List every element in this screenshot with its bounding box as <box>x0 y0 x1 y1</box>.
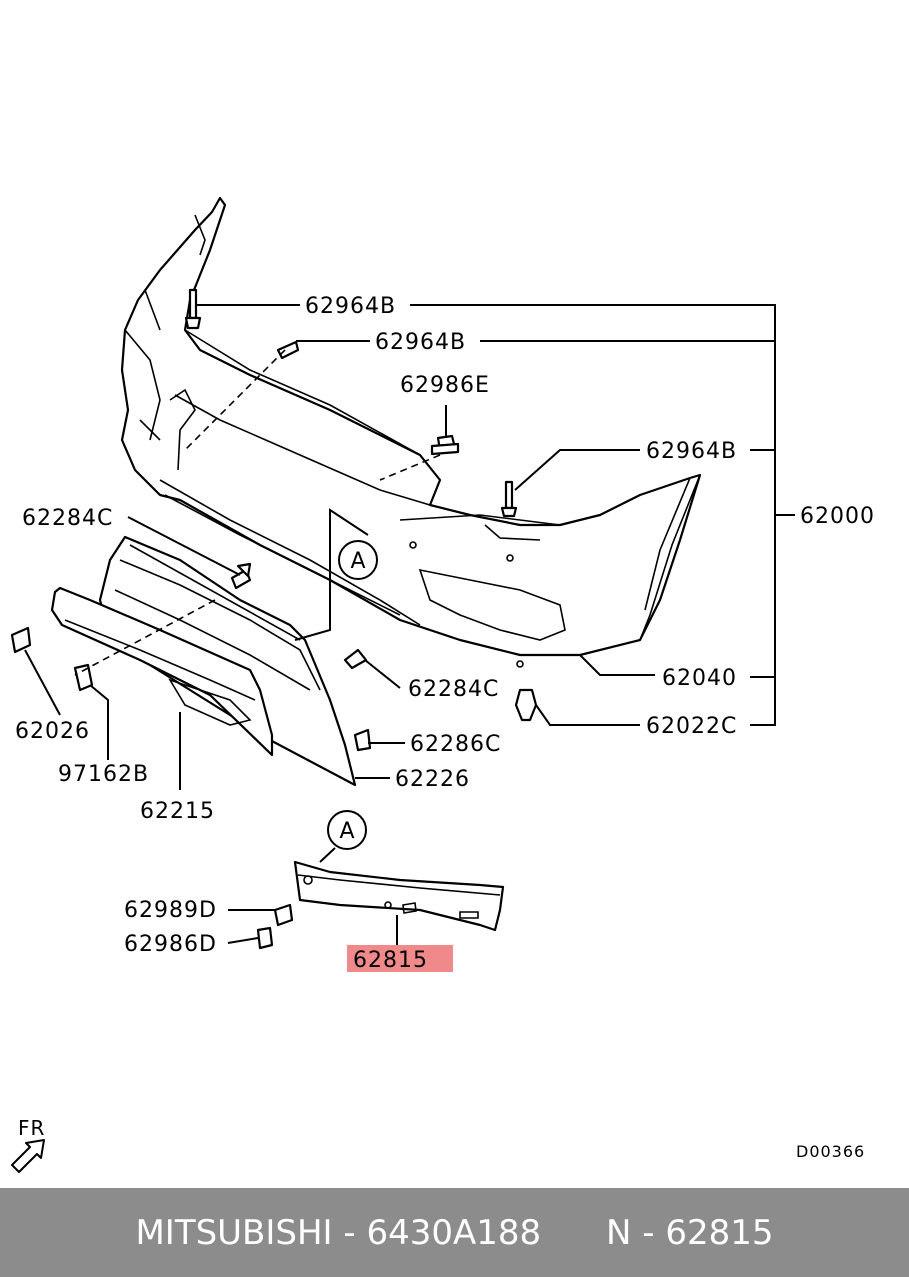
callout-62815[interactable]: 62815 <box>353 948 428 973</box>
callout-62026[interactable]: 62026 <box>15 719 90 744</box>
direction-arrow-icon <box>11 1139 45 1173</box>
svg-text:A: A <box>350 549 365 574</box>
circle-marker-a-1: A <box>338 540 378 580</box>
drawing-code: D00366 <box>796 1142 865 1161</box>
callout-62986d[interactable]: 62986D <box>124 932 217 957</box>
assembly-line-2 <box>379 454 441 481</box>
bumper-cover <box>120 196 702 668</box>
circle-marker-a-2: A <box>327 810 367 850</box>
ref-prefix: N <box>606 1212 632 1253</box>
footer-gap <box>541 1213 606 1253</box>
cap-62026 <box>10 626 32 654</box>
callout-62040[interactable]: 62040 <box>662 666 737 691</box>
parts-diagram: A A 62964B 62964B 62986E 62964B 62000 62… <box>10 196 875 1173</box>
callout-62284c-1[interactable]: 62284C <box>22 506 113 531</box>
clip-97162b <box>73 663 94 692</box>
footer-separator-1: - <box>332 1212 367 1253</box>
highlight-box <box>347 945 453 972</box>
brand-name: MITSUBISHI <box>135 1212 333 1253</box>
svg-text:A: A <box>339 819 354 844</box>
callout-62226[interactable]: 62226 <box>395 767 470 792</box>
callout-97162b[interactable]: 97162B <box>58 762 149 787</box>
lower-garnish <box>50 586 274 757</box>
assembly-line-3 <box>74 599 216 676</box>
callout-62000[interactable]: 62000 <box>800 504 875 529</box>
footer-separator-2: - <box>631 1212 666 1253</box>
footer-banner: MITSUBISHI - 6430A188 N - 62815 <box>0 1188 909 1277</box>
part-number: 6430A188 <box>366 1212 542 1253</box>
bracket-62815 <box>293 860 505 932</box>
leader-lines <box>24 304 795 945</box>
callout-62964b-2[interactable]: 62964B <box>375 330 466 355</box>
fasteners <box>184 288 538 950</box>
direction-label: FR <box>18 1116 45 1140</box>
callout-62215[interactable]: 62215 <box>140 799 215 824</box>
callout-62022c[interactable]: 62022C <box>646 714 737 739</box>
callout-62986e[interactable]: 62986E <box>400 373 490 398</box>
ref-number: 62815 <box>665 1212 774 1253</box>
callout-62964b-1[interactable]: 62964B <box>305 294 396 319</box>
callout-62989d[interactable]: 62989D <box>124 898 217 923</box>
callout-62964b-3[interactable]: 62964B <box>646 439 737 464</box>
callout-62284c-2[interactable]: 62284C <box>408 677 499 702</box>
callout-62286c[interactable]: 62286C <box>410 732 501 757</box>
